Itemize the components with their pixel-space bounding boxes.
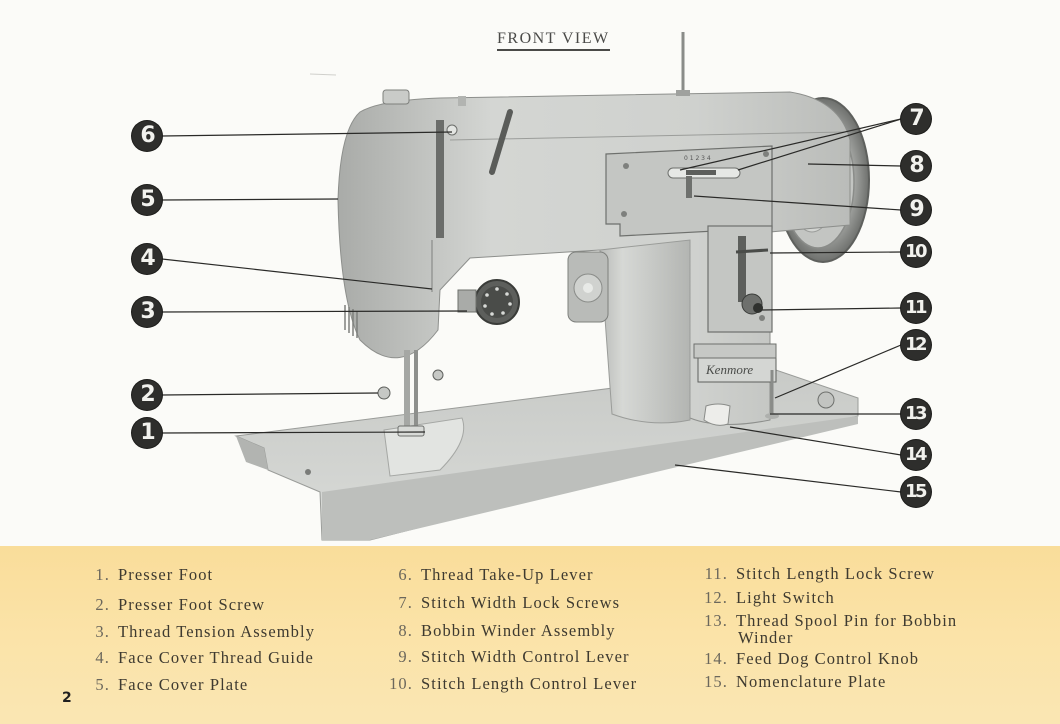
leader-line-5 bbox=[161, 198, 339, 201]
leader-line-12 bbox=[774, 344, 902, 399]
legend-item-number: 7. bbox=[398, 593, 413, 612]
leader-line-6 bbox=[161, 131, 453, 137]
legend-item-label: Thread Spool Pin for Bobbin bbox=[736, 611, 958, 630]
legend-item-label: Stitch Width Lock Screws bbox=[421, 593, 621, 612]
figure-area: FRONT VIEW bbox=[132, 30, 931, 541]
legend-item-label: Feed Dog Control Knob bbox=[736, 649, 920, 668]
brand-plate: Kenmore bbox=[705, 362, 753, 377]
legend-item: 15. Nomenclature Plate bbox=[700, 673, 886, 691]
legend-item-label: Light Switch bbox=[736, 588, 835, 607]
legend-item-label: Face Cover Thread Guide bbox=[118, 648, 314, 667]
legend-item-label: Thread Tension Assembly bbox=[118, 622, 316, 641]
leader-line-3 bbox=[161, 310, 468, 313]
legend-item-number: 8. bbox=[398, 621, 413, 640]
legend-panel: 1. Presser Foot 2. Presser Foot Screw 3. Thre… bbox=[0, 546, 1060, 724]
legend-item-number: 6. bbox=[398, 565, 413, 584]
callout-5: 5 bbox=[132, 185, 162, 215]
legend-item-number: 12. bbox=[704, 588, 728, 607]
legend-item-label: Face Cover Plate bbox=[118, 675, 249, 694]
legend-item: 3. Thread Tension Assembly bbox=[92, 623, 315, 641]
leader-line-10 bbox=[769, 251, 902, 254]
callout-11: 11 bbox=[901, 293, 931, 323]
legend-item-label: Thread Take-Up Lever bbox=[421, 565, 594, 584]
legend-item: 8. Bobbin Winder Assembly bbox=[385, 622, 616, 640]
legend-item-label: Nomenclature Plate bbox=[736, 672, 887, 691]
leader-line-7 bbox=[737, 118, 902, 171]
legend-item-number: 14. bbox=[704, 649, 728, 668]
callout-13: 13 bbox=[901, 399, 931, 429]
sewing-machine-illustration: 0 1 2 3 4 Kenmore bbox=[161, 32, 902, 541]
callout-9: 9 bbox=[901, 195, 931, 225]
callout-15: 15 bbox=[901, 477, 931, 507]
callout-8: 8 bbox=[901, 151, 931, 181]
legend-item-number: 13. bbox=[704, 611, 728, 630]
leader-line-4 bbox=[161, 258, 433, 290]
leader-line-8 bbox=[807, 163, 902, 167]
legend-item: 5. Face Cover Plate bbox=[92, 676, 248, 694]
legend-item-number: 3. bbox=[95, 622, 110, 641]
leader-line-15 bbox=[674, 464, 902, 493]
leader-lines bbox=[161, 118, 902, 493]
figure-title: FRONT VIEW bbox=[497, 30, 610, 51]
page-number: 2 bbox=[62, 690, 72, 706]
legend-item-number: 10. bbox=[389, 674, 413, 693]
leader-line-9 bbox=[693, 195, 902, 211]
legend-item-label: Presser Foot Screw bbox=[118, 595, 266, 614]
legend-item-number: 2. bbox=[95, 595, 110, 614]
legend-item: 12. Light Switch bbox=[700, 589, 835, 607]
callout-1: 1 bbox=[132, 418, 162, 448]
svg-text:0 1 2 3 4: 0 1 2 3 4 bbox=[684, 155, 711, 162]
callout-7: 7 bbox=[901, 104, 931, 134]
leader-line-2 bbox=[161, 392, 379, 396]
machine-arm: 0 1 2 3 4 bbox=[337, 32, 851, 437]
legend-item: 11. Stitch Length Lock Screw bbox=[700, 565, 935, 583]
legend-item-number: 4. bbox=[95, 648, 110, 667]
legend-item: 7. Stitch Width Lock Screws bbox=[385, 594, 620, 612]
legend-item-label-continuation: Winder bbox=[738, 628, 794, 647]
leader-line-7 bbox=[679, 118, 902, 171]
callout-4: 4 bbox=[132, 244, 162, 274]
leader-line-14 bbox=[729, 426, 902, 456]
leader-line-1 bbox=[161, 431, 426, 434]
legend-item: 4. Face Cover Thread Guide bbox=[92, 649, 314, 667]
legend-item-label: Presser Foot bbox=[118, 565, 214, 584]
callout-2: 2 bbox=[132, 380, 162, 410]
callout-14: 14 bbox=[901, 440, 931, 470]
legend-item-label: Stitch Width Control Lever bbox=[421, 647, 630, 666]
leader-line-11 bbox=[761, 307, 902, 311]
legend-item-number: 5. bbox=[95, 675, 110, 694]
legend-item-number: 11. bbox=[704, 564, 728, 583]
callout-3: 3 bbox=[132, 297, 162, 327]
callout-6: 6 bbox=[132, 121, 162, 151]
legend-item: 14. Feed Dog Control Knob bbox=[700, 650, 919, 668]
legend-item-number: 9. bbox=[398, 647, 413, 666]
legend-item-label: Bobbin Winder Assembly bbox=[421, 621, 616, 640]
callout-10: 10 bbox=[901, 237, 931, 267]
legend-item-number: 1. bbox=[95, 565, 110, 584]
legend-item: 2. Presser Foot Screw bbox=[92, 596, 265, 614]
legend-item: 10. Stitch Length Control Lever bbox=[385, 675, 637, 693]
legend-item: 9. Stitch Width Control Lever bbox=[385, 648, 630, 666]
legend-item-label: Stitch Length Control Lever bbox=[421, 674, 638, 693]
callout-12: 12 bbox=[901, 330, 931, 360]
legend-item: 1. Presser Foot bbox=[92, 566, 213, 584]
legend-item: 6. Thread Take-Up Lever bbox=[385, 566, 594, 584]
legend-item-number: 15. bbox=[704, 672, 728, 691]
legend-item-label: Stitch Length Lock Screw bbox=[736, 564, 936, 583]
